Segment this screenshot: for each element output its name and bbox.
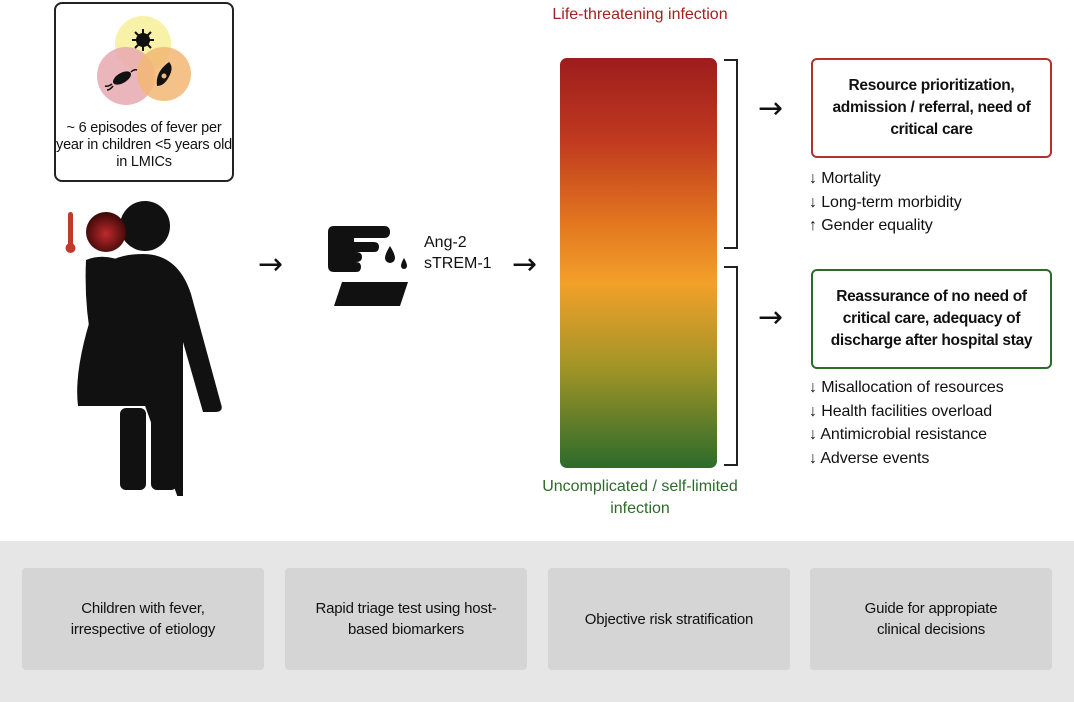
reassurance-box: Reassurance of no need of critical care,… <box>811 269 1052 369</box>
risk-bottom-label: Uncomplicated / self-limited infection <box>542 478 738 517</box>
impact-item: ↓ Adverse events <box>809 449 930 467</box>
stages-panel: Children with fever, irrespective of eti… <box>0 541 1074 702</box>
bracket-low-risk <box>724 266 738 466</box>
reassure-impact-list: ↓ Misallocation of resources ↓ Health fa… <box>809 376 1004 470</box>
virus-icon <box>132 29 154 51</box>
stage-card-clinical-decisions: Guide for appropiate clinical decisions <box>810 568 1052 670</box>
arrow-to-risk-bar: → <box>512 247 538 282</box>
finger-prick-icon <box>328 226 408 306</box>
bacteria-icon <box>104 69 138 91</box>
risk-gradient-bar <box>560 58 717 468</box>
stage-card-triage-test: Rapid triage test using host-based bioma… <box>285 568 527 670</box>
pathogen-box: ~ 6 episodes of fever per year in childr… <box>54 2 234 182</box>
reassurance-title: Reassurance of no need of critical care,… <box>830 288 1033 349</box>
biomarker-labels: Ang-2 sTREM-1 <box>424 232 492 274</box>
arrow-to-test: → <box>258 247 284 282</box>
arrow-to-critical: → <box>758 91 784 126</box>
pathogen-venn-diagram <box>97 16 191 105</box>
stage-label: Rapid triage test using host-based bioma… <box>315 600 497 638</box>
bracket-high-risk <box>724 59 738 249</box>
stage-label: Children with fever, irrespective of eti… <box>70 600 216 638</box>
mother-child-pictogram <box>65 201 222 496</box>
stage-label: Guide for appropiate clinical decisions <box>864 600 998 638</box>
critical-care-title: Resource prioritization, admission / ref… <box>832 77 1031 138</box>
mother-silhouette <box>77 201 222 496</box>
risk-top-label: Life-threatening infection <box>552 6 728 23</box>
child-silhouette <box>85 212 128 344</box>
thermometer-icon <box>65 212 76 253</box>
stage-label: Objective risk stratification <box>584 610 754 628</box>
pathogen-caption: ~ 6 episodes of fever per year in childr… <box>56 120 232 170</box>
critical-impact-list: ↓ Mortality ↓ Long-term morbidity ↑ Gend… <box>809 167 962 238</box>
critical-care-box: Resource prioritization, admission / ref… <box>811 58 1052 158</box>
arrow-to-reassure: → <box>758 300 784 335</box>
impact-item: ↑ Gender equality <box>809 217 933 234</box>
stage-card-risk-stratification: Objective risk stratification <box>548 568 790 670</box>
impact-item: ↓ Health facilities overload <box>809 402 993 420</box>
parasite-icon <box>156 62 172 86</box>
stage-card-children: Children with fever, irrespective of eti… <box>22 568 264 670</box>
impact-item: ↓ Long-term morbidity <box>809 193 962 211</box>
impact-item: ↓ Misallocation of resources <box>809 379 1004 396</box>
biomarker-ang2: Ang-2 <box>424 234 467 251</box>
impact-item: ↓ Mortality <box>809 170 881 187</box>
impact-item: ↓ Antimicrobial resistance <box>809 426 987 443</box>
biomarker-strem1: sTREM-1 <box>424 255 492 272</box>
